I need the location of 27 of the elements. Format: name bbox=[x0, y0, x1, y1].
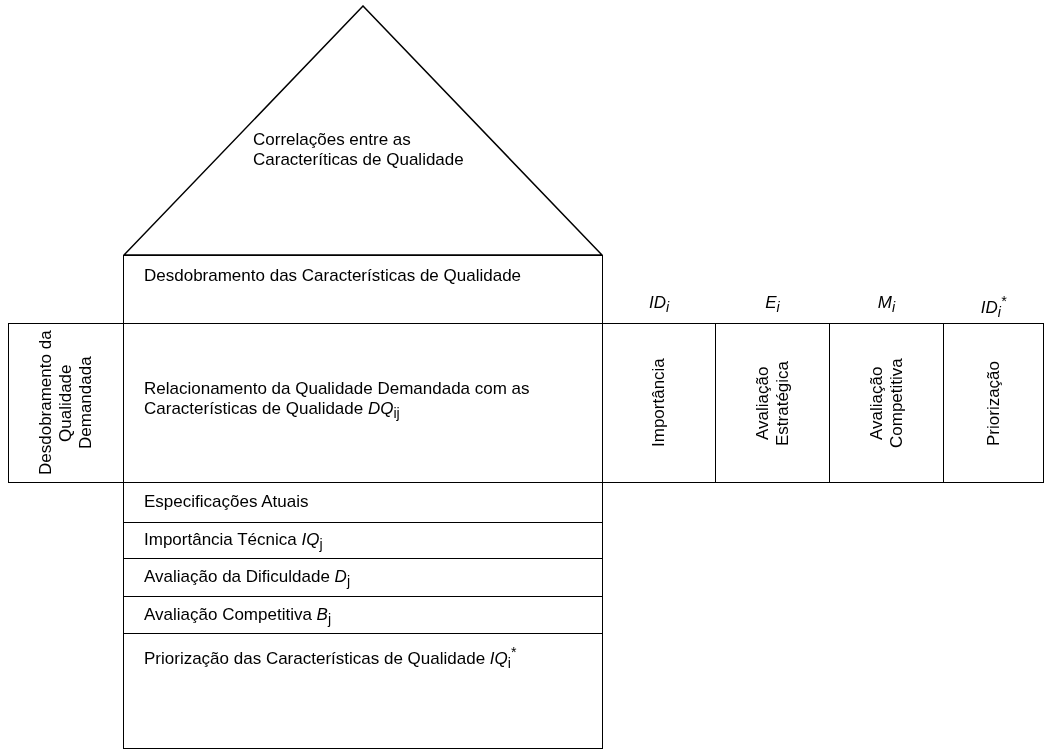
rotated-text: Priorização bbox=[983, 359, 1004, 448]
column-heading: ID$_{i}$ bbox=[647, 293, 671, 316]
roof-triangle bbox=[123, 5, 603, 256]
column-heading: M$_{i}$ bbox=[876, 293, 897, 316]
matrix-section bbox=[123, 255, 603, 324]
evaluation-column bbox=[715, 323, 830, 483]
matrix-section bbox=[123, 522, 603, 559]
evaluation-column bbox=[602, 323, 716, 483]
rotated-text: Avaliação Competitiva bbox=[866, 357, 907, 450]
roof-text: Correlações entre as Caracteríticas de Qualidade bbox=[253, 130, 465, 171]
matrix-section bbox=[123, 482, 603, 523]
section-text: Desdobramento das Características de Qualidade bbox=[144, 266, 523, 287]
matrix-section bbox=[123, 633, 603, 749]
requirements-column bbox=[8, 323, 124, 483]
matrix-section bbox=[123, 596, 603, 634]
rotated-text: Desdobramento da Qualidade Demandada bbox=[36, 329, 96, 478]
section-text: Avaliação da Dificuldade D$_{j}$ bbox=[144, 567, 352, 591]
evaluation-column bbox=[943, 323, 1044, 483]
section-text: Importância Técnica IQ$_{j}$ bbox=[144, 530, 324, 554]
rotated-text: Importância bbox=[649, 357, 669, 450]
evaluation-column bbox=[829, 323, 944, 483]
section-text: Avaliação Competitiva B$_{j}$ bbox=[144, 605, 333, 629]
section-text: Relacionamento da Qualidade Demandada com as Características de Qualidade DQ$_{ij}$ bbox=[144, 379, 531, 423]
section-text: Especificações Atuais bbox=[144, 492, 310, 513]
matrix-section bbox=[123, 558, 603, 597]
rotated-text: Avaliação Estratégica bbox=[752, 359, 793, 448]
column-heading: E$_{i}$ bbox=[764, 293, 781, 316]
